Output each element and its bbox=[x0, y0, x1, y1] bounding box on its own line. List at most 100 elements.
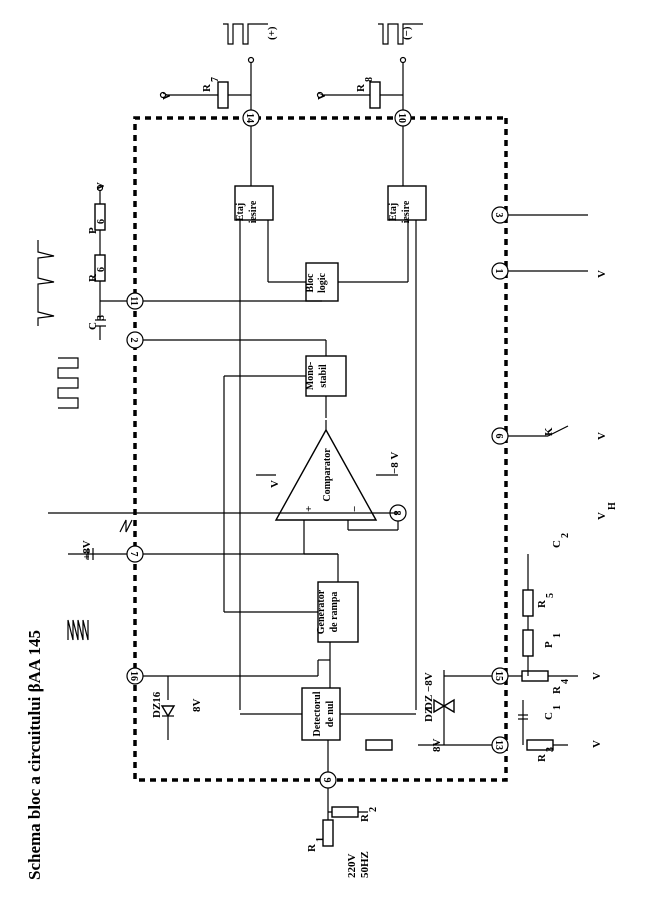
r6-sub: 6 bbox=[96, 267, 107, 272]
resistor-r7 bbox=[217, 81, 229, 109]
v-plus-top-right: V bbox=[316, 92, 328, 100]
r7-label: R bbox=[201, 83, 213, 92]
potentiometer-p6 bbox=[94, 203, 106, 231]
bloc-logic-label-1: Bloc bbox=[305, 273, 316, 292]
ramp-waveform-pin7 bbox=[119, 519, 133, 533]
switch-k bbox=[547, 425, 569, 437]
pin-14-label: 14 bbox=[244, 113, 255, 123]
comparator-plus-input: + bbox=[303, 506, 315, 512]
v-plus-pin6: V bbox=[596, 432, 608, 440]
pin-10 bbox=[394, 109, 412, 127]
pin-10-label: 10 bbox=[396, 113, 407, 123]
r4-label: R bbox=[551, 685, 563, 694]
etaj-iesire-bottom bbox=[387, 185, 427, 221]
mains-freq-label: 50HZ bbox=[359, 851, 371, 878]
comparator-minus8v: −8 V bbox=[389, 452, 401, 474]
monostabil-label-2: stabil bbox=[318, 364, 329, 388]
p6-label: P bbox=[87, 227, 99, 234]
r2-label: R bbox=[359, 813, 371, 822]
pin-15-label: 15 bbox=[493, 671, 504, 681]
resistor-r4 bbox=[521, 670, 549, 682]
bloc-logic-label-2: logic bbox=[317, 272, 328, 293]
c2-label: C bbox=[551, 540, 563, 548]
r1-sub: 1 bbox=[315, 837, 326, 842]
etaj-top-label-1: Etaj bbox=[235, 203, 246, 221]
monostabil-label-1: Mono- bbox=[305, 362, 316, 390]
v-minus-pin15: V bbox=[591, 672, 603, 680]
pin-7-label: 7 bbox=[128, 552, 139, 557]
r3-sub: 3 bbox=[545, 747, 556, 752]
dz16-label: DZ16 bbox=[151, 691, 163, 718]
r7-sub: 7 bbox=[210, 77, 221, 82]
pin-2-label: 2 bbox=[128, 338, 139, 343]
detector-label-2: de nul bbox=[325, 701, 336, 728]
comparator-vplus: V bbox=[269, 480, 281, 488]
plus8v-waveform bbox=[67, 619, 89, 641]
pin-11-label: 11 bbox=[128, 296, 139, 305]
v-plus-pin1: V bbox=[596, 270, 608, 278]
c1-sub: 1 bbox=[552, 705, 563, 710]
mains-label: 220V bbox=[346, 854, 358, 879]
pin2-waveform bbox=[57, 357, 79, 409]
dz-label: DZ bbox=[423, 707, 435, 722]
etaj-iesire-top bbox=[234, 185, 274, 221]
pin-3-label: 3 bbox=[493, 213, 504, 218]
output-minus-waveform bbox=[378, 23, 423, 45]
generator-label-2: de rampa bbox=[329, 592, 340, 633]
zener-dz16 bbox=[160, 705, 176, 718]
r4-sub: 4 bbox=[560, 679, 571, 684]
diagram-title: Schema bloc a circuitului βAA 145 bbox=[25, 630, 44, 880]
r3-label: R bbox=[536, 753, 548, 762]
out-plus-label: (+) bbox=[266, 26, 278, 40]
pin-13-label: 13 bbox=[493, 740, 504, 750]
c3-label: C bbox=[87, 322, 99, 330]
r2-sub: 2 bbox=[368, 807, 379, 812]
r6-label: R bbox=[87, 273, 99, 282]
c2-sub: 2 bbox=[560, 533, 571, 538]
vh-label: V bbox=[596, 512, 608, 520]
comparator-minus-input: − bbox=[349, 506, 361, 512]
v-plus-top-left: V bbox=[161, 92, 173, 100]
resistor-r5 bbox=[522, 589, 534, 617]
p1-sub: 1 bbox=[552, 633, 563, 638]
resistor-r1 bbox=[322, 819, 334, 847]
c3-sub: 3 bbox=[96, 315, 107, 320]
resistor-r8 bbox=[369, 81, 381, 109]
p1-label: P bbox=[543, 641, 555, 648]
r1-label: R bbox=[306, 843, 318, 852]
comparator-label: Comparator bbox=[322, 448, 333, 502]
v-minus-pin13: V bbox=[591, 740, 603, 748]
r5-label: R bbox=[536, 599, 548, 608]
zener-dz-minus8v bbox=[442, 698, 455, 714]
resistor-r3 bbox=[526, 739, 554, 751]
r8-label: R bbox=[355, 83, 367, 92]
etaj-bottom-label-1: Etaj bbox=[388, 203, 399, 221]
pin-16-label: 16 bbox=[128, 671, 139, 681]
v-plus-p6: V bbox=[95, 182, 107, 190]
eight-v-pin13: 8V bbox=[431, 739, 443, 753]
r5-sub: 5 bbox=[545, 593, 556, 598]
r8-sub: 8 bbox=[364, 77, 375, 82]
potentiometer-p1 bbox=[522, 629, 534, 657]
pin-14 bbox=[242, 109, 260, 127]
k-label: K bbox=[543, 427, 555, 436]
spike-waveform bbox=[37, 240, 55, 326]
resistor-pin13 bbox=[365, 739, 393, 751]
generator-label-1: Generator bbox=[316, 589, 327, 634]
out-minus-label: (−) bbox=[401, 26, 413, 40]
pin-1-label: 1 bbox=[493, 269, 504, 274]
detector-label-1: Detectorul bbox=[312, 691, 323, 736]
output-plus-waveform bbox=[223, 23, 268, 45]
dz-minus8v-label: DZ −8V bbox=[423, 672, 435, 710]
pin-6-label: 6 bbox=[493, 434, 504, 439]
plus8v-label: +8V bbox=[81, 540, 93, 560]
dz16-8v-label: 8V bbox=[191, 699, 203, 713]
vh-sub: H bbox=[607, 502, 618, 510]
pin-9-label: 9 bbox=[321, 778, 332, 783]
comparator bbox=[274, 428, 378, 521]
resistor-r2 bbox=[331, 806, 359, 818]
terminal-out-plus bbox=[247, 56, 255, 64]
p6-sub: 6 bbox=[96, 219, 107, 224]
etaj-top-label-2: iesire bbox=[248, 200, 259, 223]
